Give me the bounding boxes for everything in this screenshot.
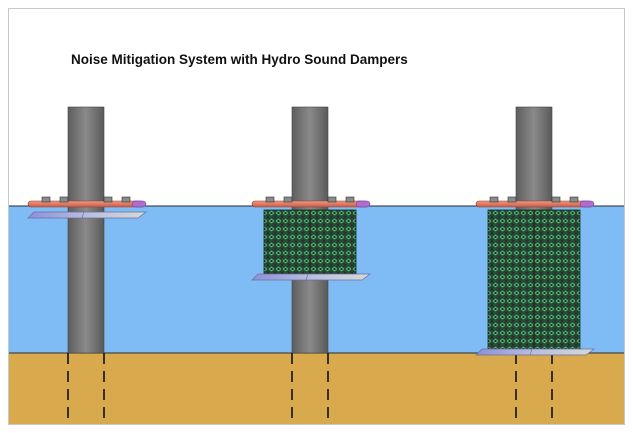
winch-block (327, 196, 337, 203)
frame-ring-end (355, 200, 371, 208)
bottom-weight-ring (475, 348, 596, 356)
seabed (9, 353, 624, 424)
diagram-frame: Noise Mitigation System with Hydro Sound… (8, 8, 625, 425)
winch-block (103, 196, 113, 203)
winch-block (283, 196, 293, 203)
winch-block (569, 196, 579, 203)
monopile (67, 106, 105, 354)
stage-2-net-half-deployed (251, 106, 372, 424)
frame-ring-end (131, 200, 147, 208)
stages-group (27, 106, 596, 424)
bottom-weight-ring (27, 211, 148, 219)
bottom-ring-joint (81, 211, 85, 219)
winch-block (121, 196, 131, 203)
stage-3-net-fully-deployed (475, 106, 596, 424)
winch-block (507, 196, 517, 203)
winch-block (59, 196, 69, 203)
stage-1-net-retracted (27, 106, 148, 424)
winch-block (551, 196, 561, 203)
winch-block (345, 196, 355, 203)
diagram-title: Noise Mitigation System with Hydro Sound… (71, 52, 408, 67)
bottom-weight-ring (251, 273, 372, 281)
winch-block (41, 196, 51, 203)
bottom-ring-joint (529, 348, 533, 356)
diagram-canvas (9, 106, 624, 424)
bottom-ring-joint (305, 273, 309, 281)
winch-block (265, 196, 275, 203)
winch-block (489, 196, 499, 203)
frame-ring-end (579, 200, 595, 208)
